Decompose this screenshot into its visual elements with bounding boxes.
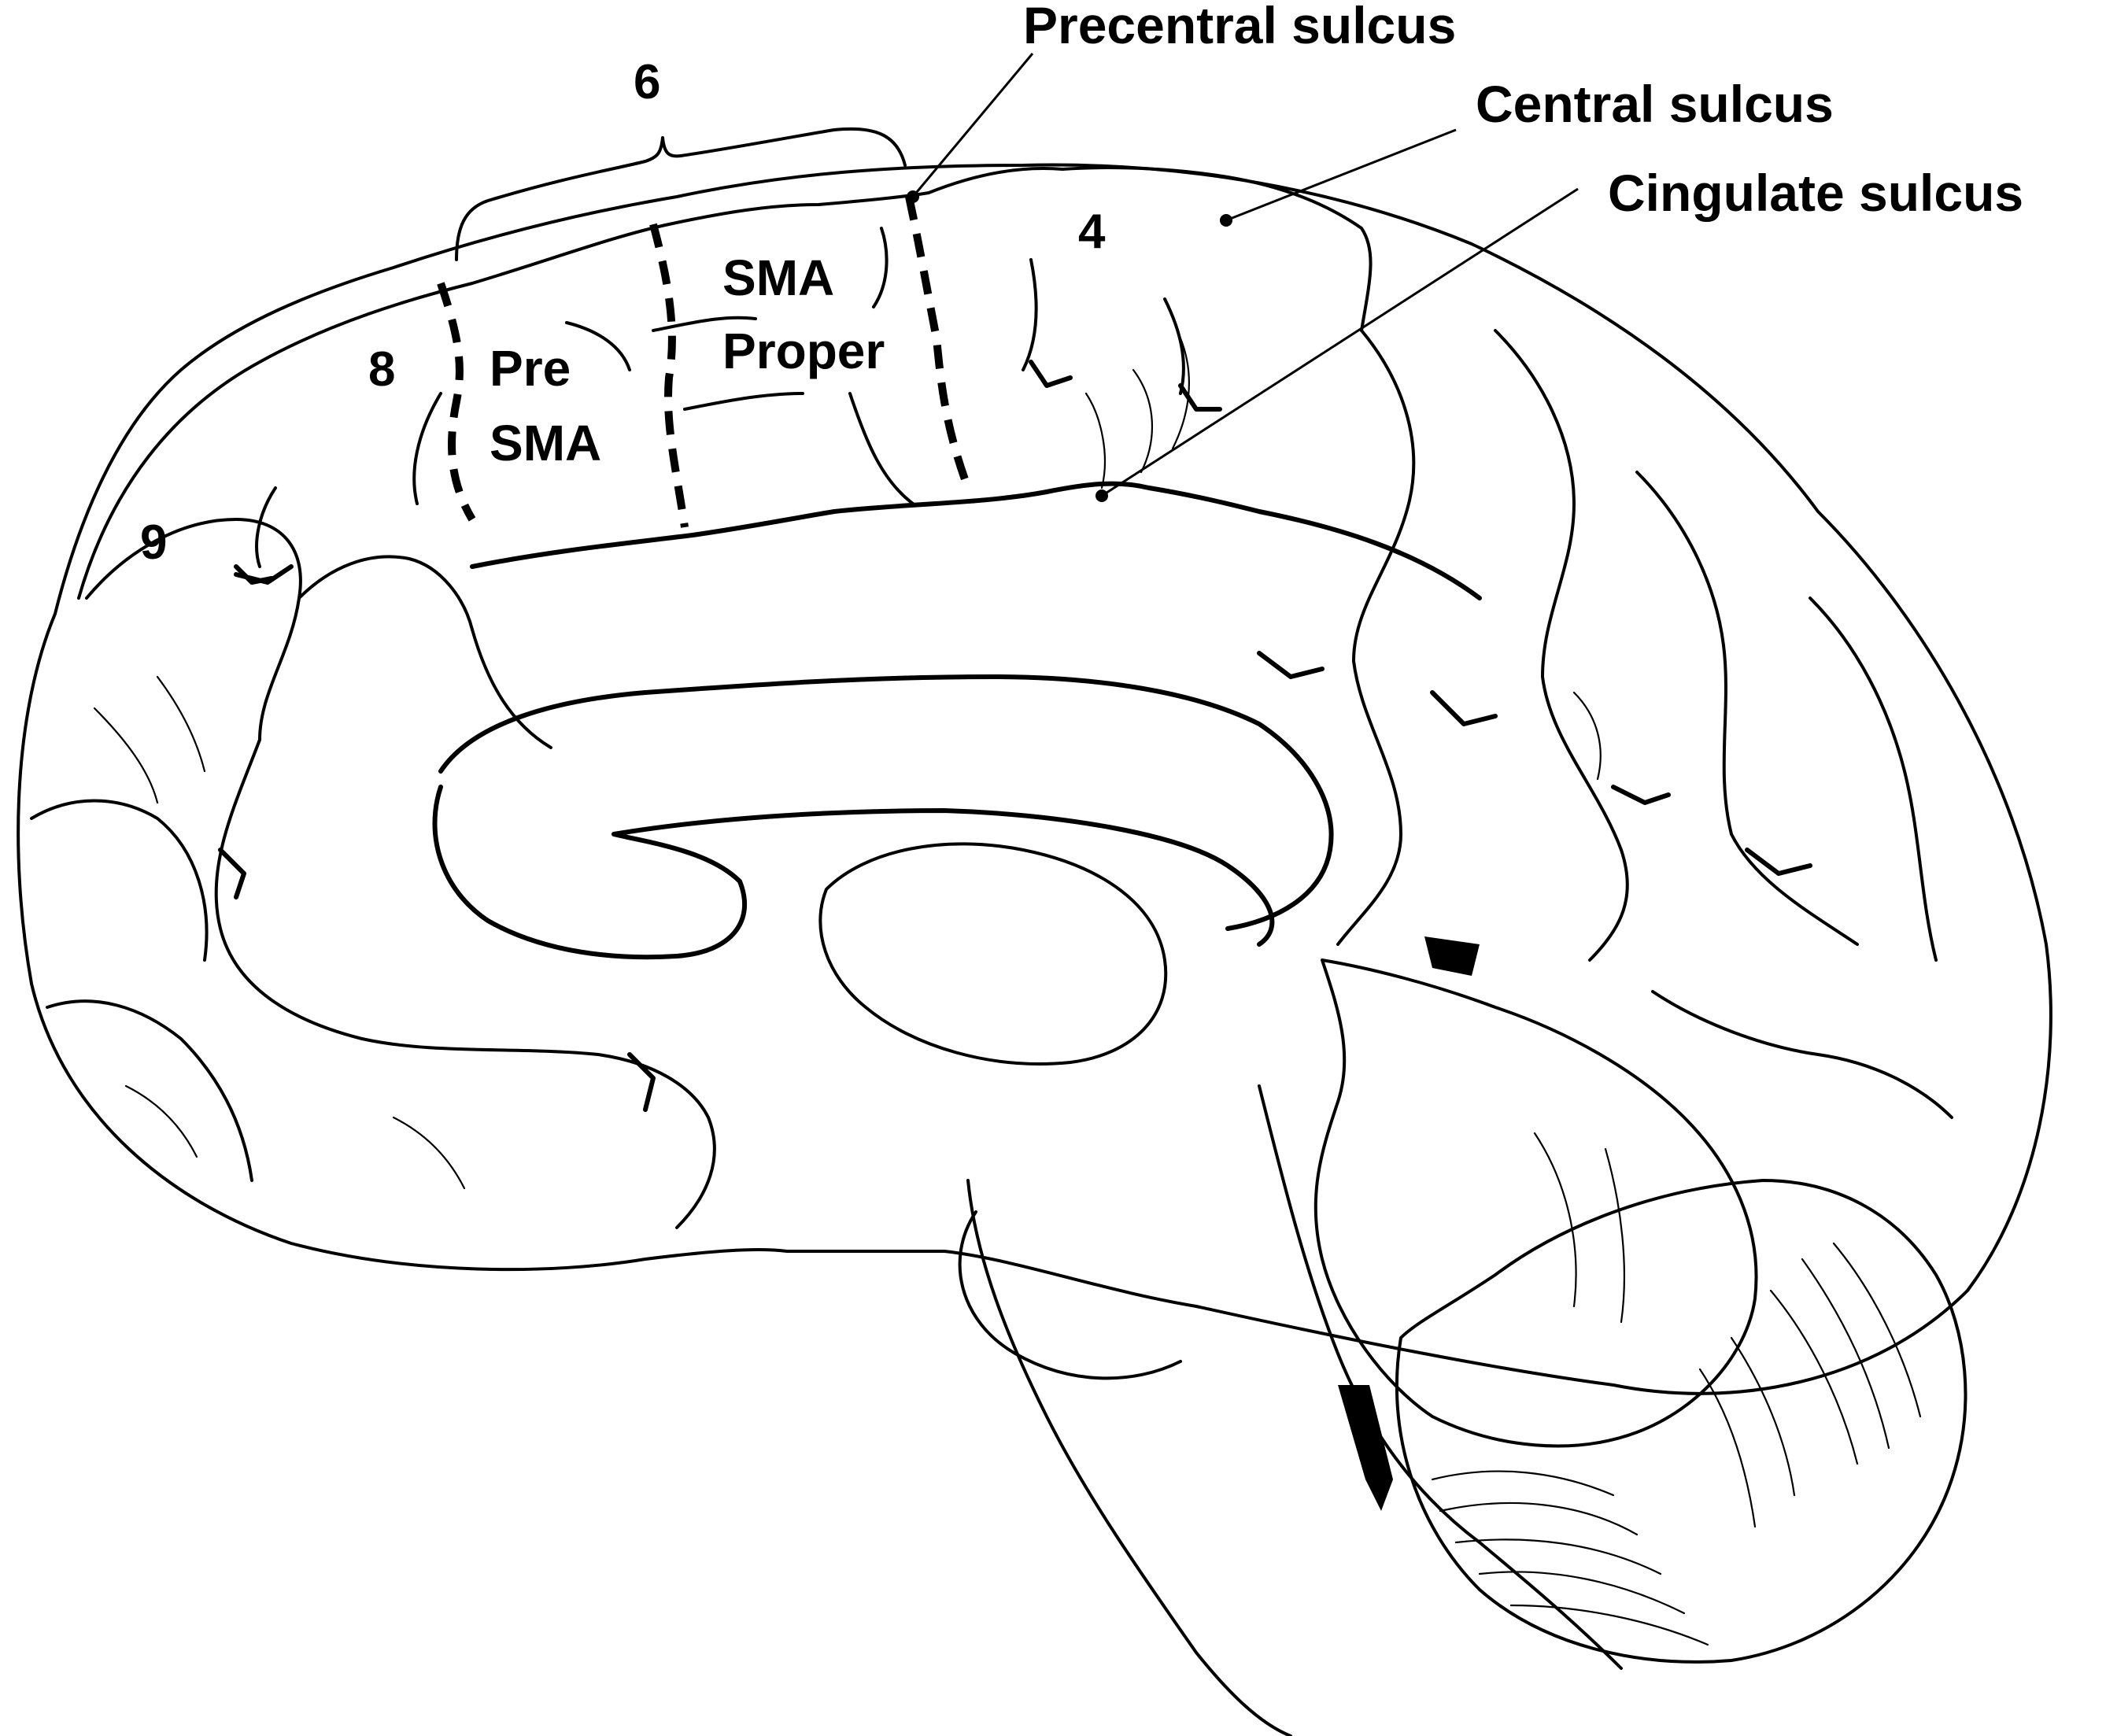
boundary-8-presma — [437, 282, 476, 522]
frontal-gyri — [30, 518, 716, 1229]
cerebellum-outline — [1395, 1179, 1967, 1664]
cingulate-sulcus-line — [470, 481, 1482, 600]
cingulate-sulcus-leader — [1101, 187, 1579, 497]
tentorial-notch — [1424, 936, 1480, 976]
label-area-8: 8 — [368, 342, 395, 397]
central-sulcus-leader — [1225, 128, 1457, 222]
cerebellar-vermis — [1313, 958, 1758, 1448]
corpus-callosum — [432, 785, 1275, 960]
fourth-ventricle — [1338, 1385, 1393, 1511]
precentral-sulcus-dot — [907, 190, 919, 203]
medial-frontal-sulci — [234, 227, 1222, 585]
pons — [958, 1210, 1182, 1380]
label-area-4: 4 — [1078, 205, 1106, 259]
brainstem-posterior — [1258, 1084, 1623, 1670]
precentral-sulcus-leader — [911, 53, 1034, 198]
cingulate-sulcus-dot — [1095, 489, 1108, 502]
cerebellar-folia — [1431, 1132, 1922, 1646]
label-area-9: 9 — [140, 515, 167, 570]
boundary-smaproper-4 — [905, 195, 972, 489]
thalamus — [818, 842, 1168, 1066]
label-cingulate-sulcus: Cingulate sulcus — [1608, 164, 2023, 222]
boundary-presma-smaproper — [649, 223, 689, 528]
superior-surface-outline — [77, 166, 1373, 600]
label-area-6: 6 — [634, 55, 660, 109]
label-sma-proper-line2: Proper — [722, 323, 885, 379]
callosal-sulcus — [438, 674, 1334, 931]
label-precentral-sulcus: Precentral sulcus — [1023, 0, 1456, 54]
label-central-sulcus: Central sulcus — [1476, 75, 1834, 133]
parietal-gyri — [1084, 329, 1953, 1119]
brainstem — [966, 1179, 1292, 1736]
central-sulcus-dot — [1220, 214, 1232, 227]
label-pre-sma-line2: SMA — [490, 415, 601, 471]
hemisphere-outline — [17, 163, 2052, 1395]
area-6-brace — [455, 127, 907, 261]
label-sma-proper-line1: SMA — [722, 249, 834, 306]
label-pre-sma-line1: Pre — [490, 340, 571, 397]
